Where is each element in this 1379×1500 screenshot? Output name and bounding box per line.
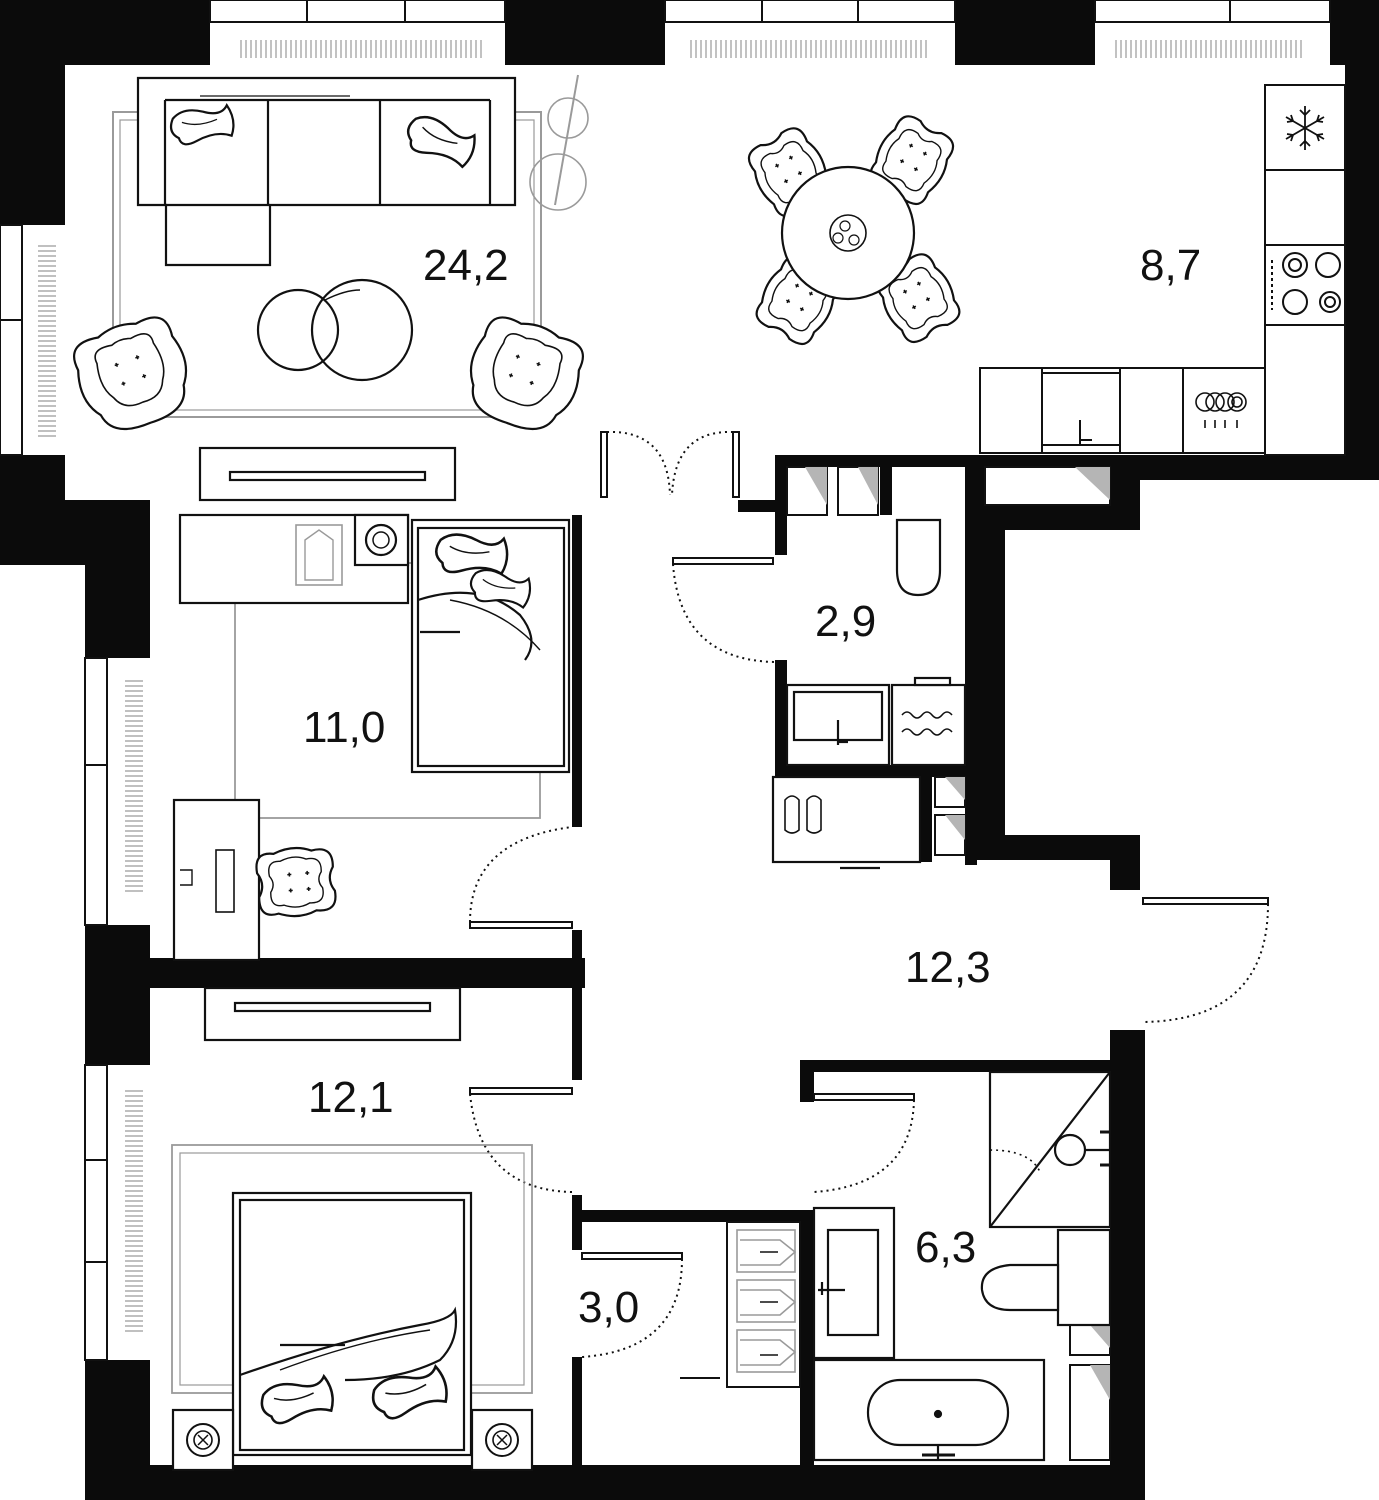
wc-fixtures [771, 518, 967, 870]
living-furniture [63, 74, 594, 502]
shaft-shading [805, 467, 1110, 1400]
area-label-kitchen: 8,7 [1140, 241, 1201, 290]
area-label-hall: 12,3 [905, 943, 991, 992]
bathroom-fixtures [812, 1070, 1112, 1462]
wardrobe-shelves [680, 1221, 801, 1388]
area-label-bathroom-large: 6,3 [915, 1223, 976, 1272]
area-labels: 24,2 8,7 2,9 11,0 12,3 12,1 3,0 6,3 [303, 241, 1201, 1332]
radiators [38, 40, 1305, 1335]
snowflake-icon [1285, 106, 1325, 150]
area-label-bedroom-top: 11,0 [303, 703, 385, 752]
bedroom-top-furniture [172, 513, 571, 962]
dining-set [740, 108, 968, 352]
windows [0, 0, 1331, 1361]
area-label-bathroom-small: 2,9 [815, 597, 876, 646]
kitchen-units [979, 84, 1346, 456]
bedroom-bottom-furniture [171, 986, 534, 1472]
doors [469, 430, 1269, 1358]
area-label-living: 24,2 [423, 241, 509, 290]
area-label-bedroom-bottom: 12,1 [308, 1073, 394, 1122]
area-label-wardrobe: 3,0 [578, 1283, 639, 1332]
